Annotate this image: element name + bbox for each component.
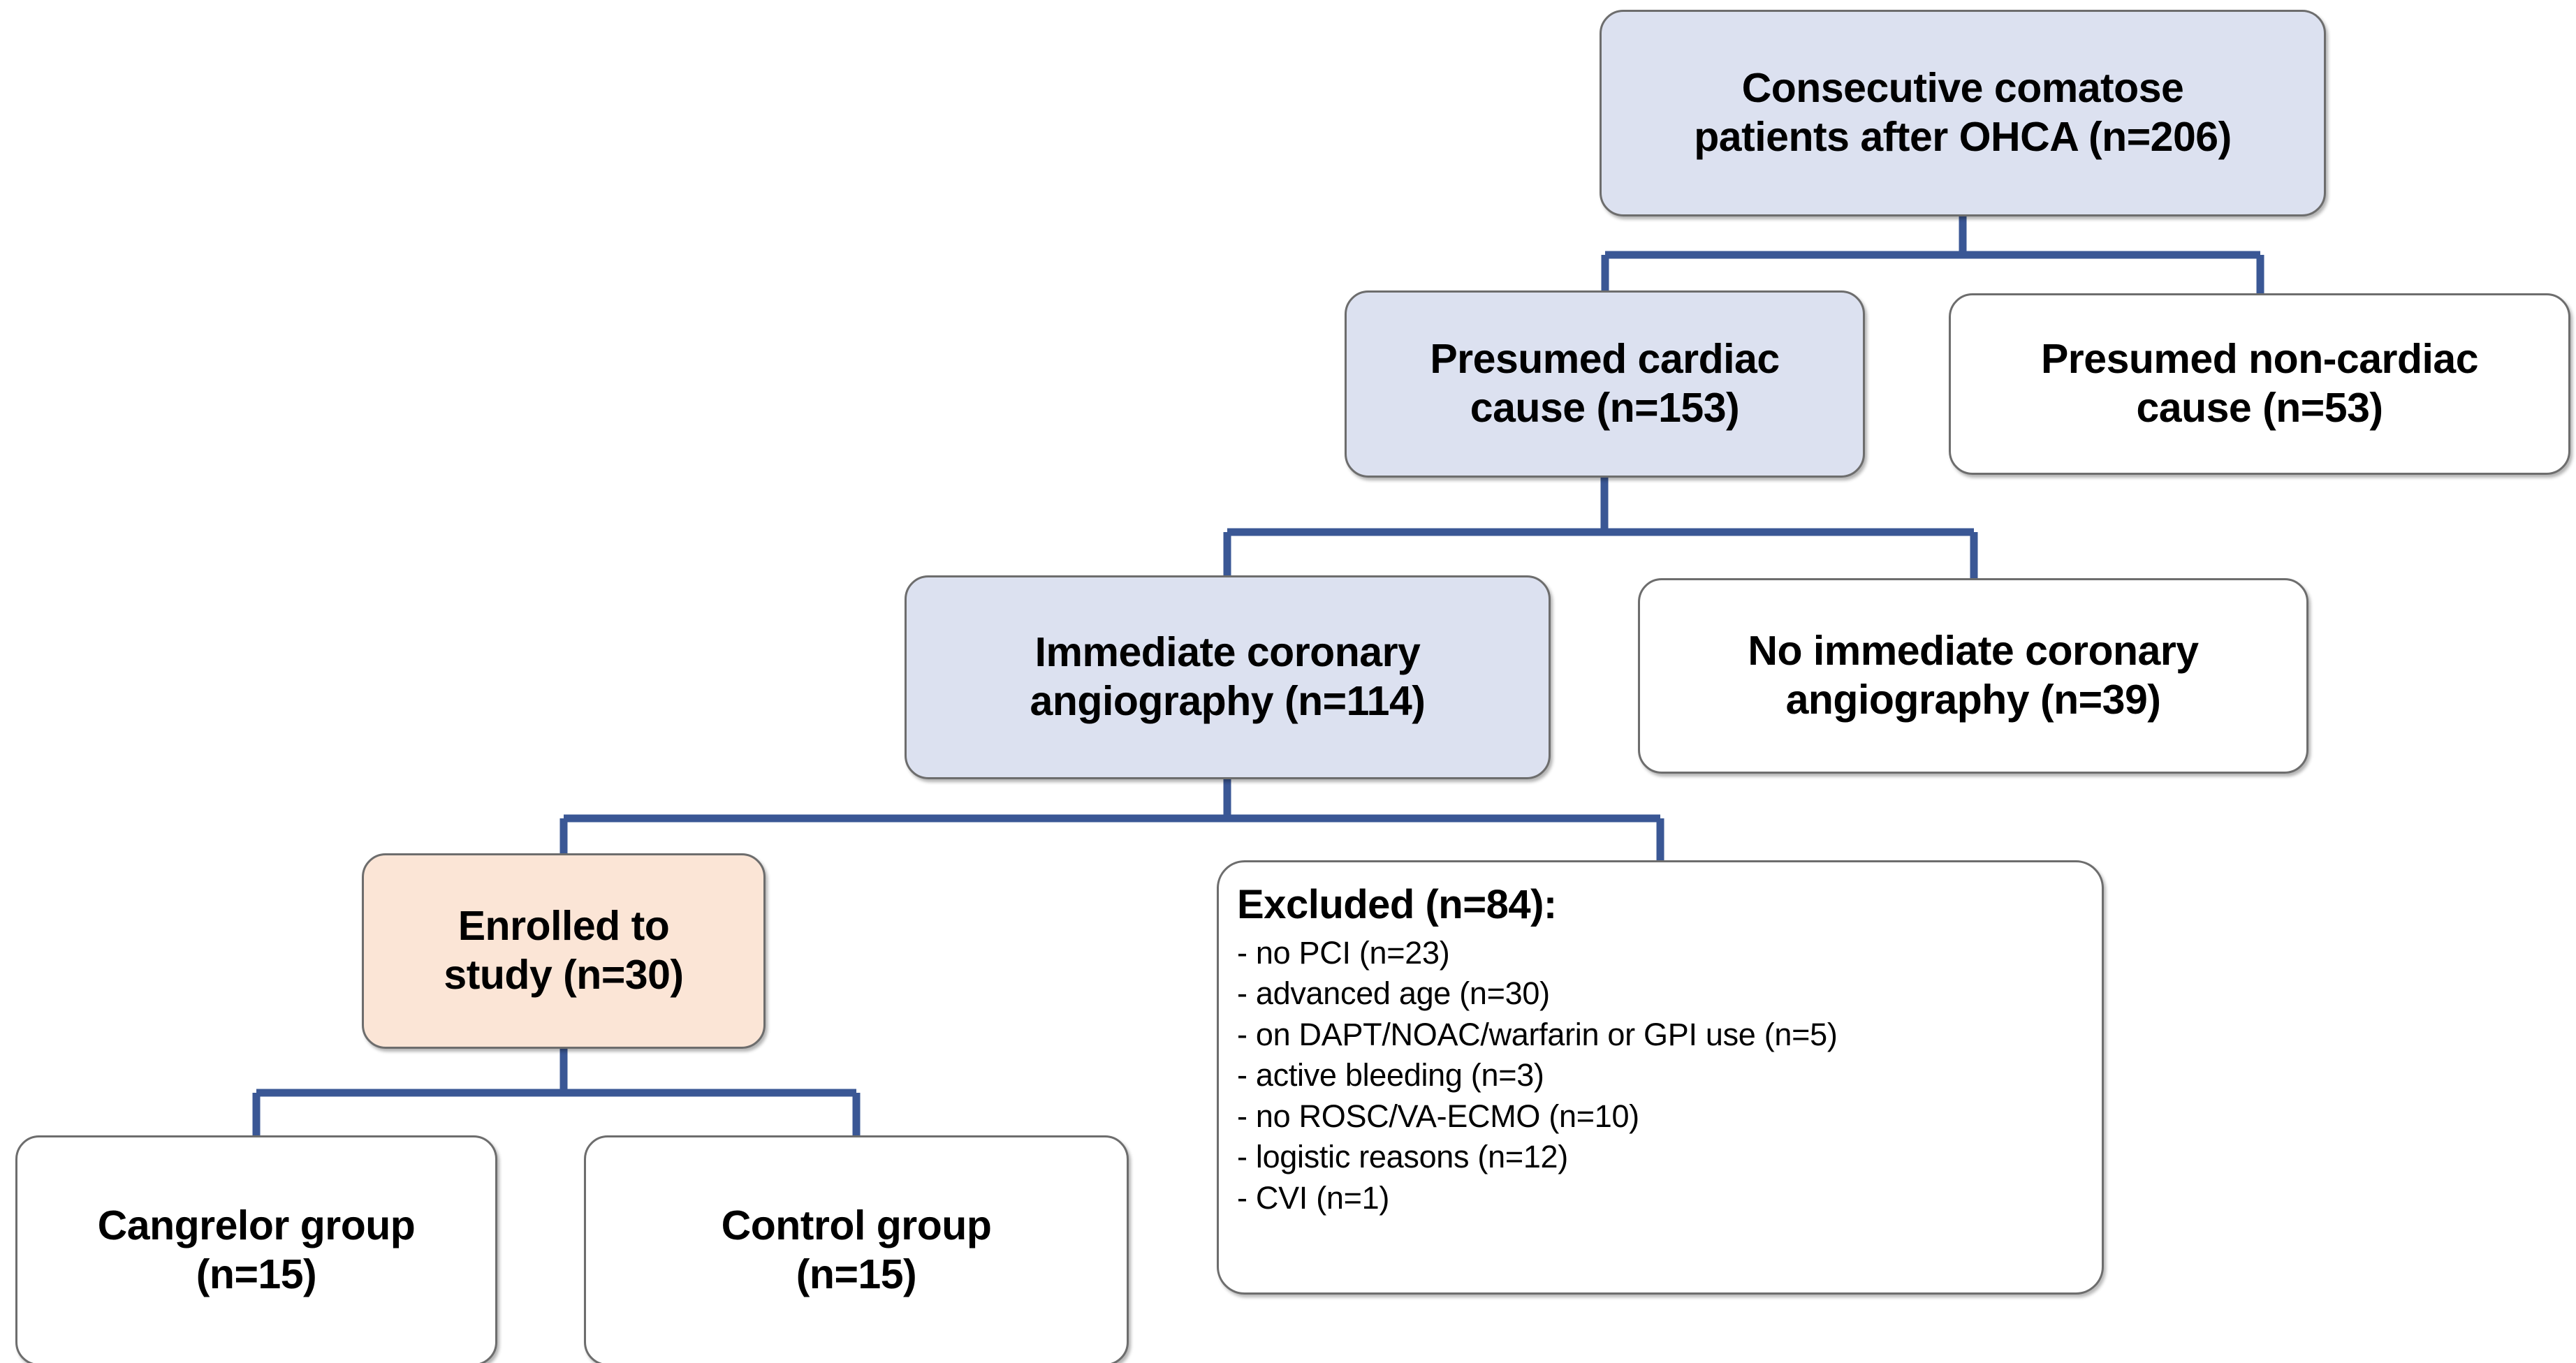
excluded-content: Excluded (n=84): - no PCI (n=23) - advan… — [1219, 862, 2102, 1218]
edge-enrolled-to-row5 — [252, 1049, 861, 1138]
excluded-item-advanced-age: - advanced age (n=30) — [1237, 975, 1550, 1012]
node-cangrelor-line1: Cangrelor group — [97, 1202, 416, 1249]
node-control-line1: Control group — [721, 1202, 992, 1249]
node-angiography-line1: Immediate coronary — [1034, 629, 1421, 676]
node-enrolled-line1: Enrolled to — [458, 903, 670, 950]
excluded-item-dapt-noac-warfarin-gpi: - on DAPT/NOAC/warfarin or GPI use (n=5) — [1237, 1016, 1838, 1052]
node-cardiac-line1: Presumed cardiac — [1430, 336, 1780, 383]
excluded-item-logistic-reasons: - logistic reasons (n=12) — [1237, 1139, 1568, 1175]
node-excluded: Excluded (n=84): - no PCI (n=23) - advan… — [1217, 860, 2104, 1295]
edge-root-to-row2 — [1601, 216, 2264, 293]
node-angiography-line2: angiography (n=114) — [1030, 678, 1426, 724]
node-cangrelor-group: Cangrelor group(n=15) — [15, 1135, 497, 1363]
edge-cardiac-to-row3 — [1223, 478, 1978, 578]
excluded-item-active-bleeding: - active bleeding (n=3) — [1237, 1057, 1544, 1093]
node-noncardiac-line2: cause (n=53) — [2136, 385, 2383, 431]
node-cardiac-line2: cause (n=153) — [1470, 385, 1740, 431]
excluded-item-no-rosc-va-ecmo: - no ROSC/VA-ECMO (n=10) — [1237, 1098, 1639, 1134]
edge-angiography-to-row4 — [559, 779, 1664, 863]
excluded-title: Excluded (n=84): — [1237, 882, 1557, 927]
node-cangrelor-text: Cangrelor group(n=15) — [85, 1202, 428, 1299]
node-no-angiography-line2: angiography (n=39) — [1785, 677, 2161, 723]
node-no-angiography-line1: No immediate coronary — [1748, 628, 2199, 675]
node-enrolled-line2: study (n=30) — [444, 952, 684, 998]
excluded-item-no-pci: - no PCI (n=23) — [1237, 934, 1450, 971]
node-cangrelor-line2: (n=15) — [196, 1251, 317, 1297]
node-control-text: Control group(n=15) — [709, 1202, 1004, 1299]
node-root-line2: patients after OHCA (n=206) — [1694, 114, 2232, 160]
node-control-group: Control group(n=15) — [584, 1135, 1129, 1363]
node-noncardiac-line1: Presumed non-cardiac — [2040, 336, 2479, 383]
node-root-line1: Consecutive comatose — [1741, 65, 2184, 112]
excluded-item-cvi: - CVI (n=1) — [1237, 1179, 1390, 1216]
node-control-line2: (n=15) — [796, 1251, 917, 1297]
